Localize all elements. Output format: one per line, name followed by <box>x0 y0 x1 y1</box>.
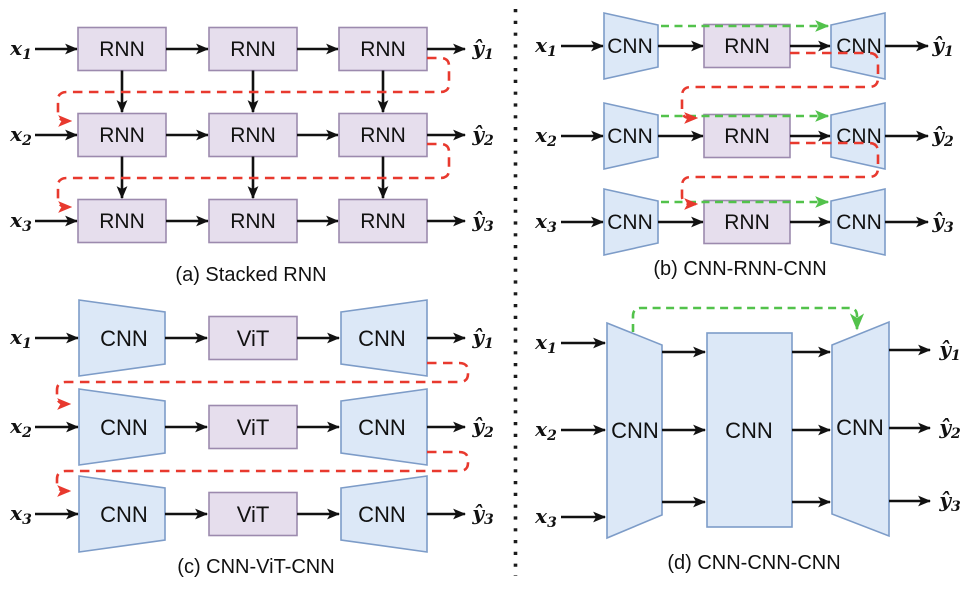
rnn-box <box>703 199 791 245</box>
decoder-trapezoid <box>340 388 428 466</box>
encoder-label: CNN <box>607 211 653 234</box>
box-label: RNN <box>99 38 145 61</box>
encoder-label: CNN <box>100 326 148 351</box>
encoder-trapezoid <box>603 188 659 256</box>
encoder-label: CNN <box>100 415 148 440</box>
output-label-y2: ŷ2 <box>931 123 954 150</box>
vit-box <box>208 404 298 450</box>
output-label-y2: ŷ2 <box>471 122 494 149</box>
recurrent-feedback-arrow-red <box>680 141 880 210</box>
box-label: RNN <box>360 38 406 61</box>
encoder-label: CNN <box>100 502 148 527</box>
input-label-x3: x3 <box>9 208 32 235</box>
encoder-trapezoid <box>78 299 166 377</box>
middle-label: RNN <box>724 125 770 148</box>
output-label-y1: ŷ1 <box>471 325 493 352</box>
middle-label: RNN <box>724 211 770 234</box>
panel-c-cnn-vit-cnn: x1 CNN ViT CNN ŷ1 x2 CNN ViT CNN ŷ2 x3 C… <box>9 299 494 578</box>
encoder-trapezoid <box>606 321 663 540</box>
box-label: RNN <box>230 210 276 233</box>
input-label-x1: x1 <box>9 325 32 352</box>
vit-box <box>208 315 298 361</box>
box-label: RNN <box>230 38 276 61</box>
recurrent-feedback-arrow-red <box>56 56 451 127</box>
decoder-trapezoid <box>340 475 428 553</box>
panel-caption: (a) Stacked RNN <box>175 264 326 286</box>
encoder-trapezoid <box>603 12 659 80</box>
encoder-label: CNN <box>607 125 653 148</box>
rnn-box <box>338 112 428 158</box>
panel-a-stacked-rnn: x1 RNN RNN RNN ŷ1 x2 RNN RNN RNN ŷ2 x3 R… <box>9 26 494 286</box>
rnn-box <box>338 198 428 244</box>
rnn-box <box>77 198 167 244</box>
input-label-x2: x2 <box>534 123 557 150</box>
output-label-y1: ŷ1 <box>931 33 953 60</box>
encoder-trapezoid <box>603 102 659 170</box>
input-label-x2: x2 <box>534 417 557 444</box>
decoder-label: CNN <box>358 326 406 351</box>
panel-b-cnn-rnn-cnn: x1 CNN RNN CNN ŷ1 x2 CNN RNN CNN ŷ2 x3 C… <box>534 12 954 280</box>
output-label-y1: ŷ1 <box>471 36 493 63</box>
panel-caption: (d) CNN-CNN-CNN <box>667 552 840 574</box>
input-label-x2: x2 <box>9 122 32 149</box>
encoder-trapezoid <box>78 388 166 466</box>
input-label-x3: x3 <box>534 209 557 236</box>
recurrent-feedback-arrow-red <box>680 51 880 124</box>
middle-label: CNN <box>725 418 773 443</box>
input-label-x3: x3 <box>9 501 32 528</box>
box-label: RNN <box>360 124 406 147</box>
rnn-box <box>338 26 428 72</box>
recurrent-feedback-arrow-red <box>56 142 451 213</box>
decoder-label: CNN <box>358 502 406 527</box>
rnn-box <box>703 23 791 69</box>
encoder-trapezoid <box>78 475 166 553</box>
input-label-x3: x3 <box>534 504 557 531</box>
output-label-y3: ŷ3 <box>931 209 954 236</box>
decoder-trapezoid <box>831 320 890 538</box>
box-label: RNN <box>99 210 145 233</box>
box-label: RNN <box>99 124 145 147</box>
box-label: RNN <box>230 124 276 147</box>
skip-connection-arrow-green <box>631 306 865 332</box>
rnn-box <box>208 112 298 158</box>
input-label-x1: x1 <box>534 33 557 60</box>
input-label-x1: x1 <box>9 36 32 63</box>
decoder-trapezoid <box>340 299 428 377</box>
output-label-y2: ŷ2 <box>471 414 494 441</box>
input-label-x1: x1 <box>534 330 557 357</box>
middle-label: ViT <box>237 502 270 527</box>
panel-caption: (b) CNN-RNN-CNN <box>653 258 826 280</box>
output-label-y1: ŷ1 <box>938 337 960 364</box>
middle-label: RNN <box>724 35 770 58</box>
output-label-y2: ŷ2 <box>938 415 961 442</box>
recurrent-feedback-arrow-red <box>55 450 470 497</box>
rnn-box <box>703 113 791 159</box>
decoder-label: CNN <box>836 211 882 234</box>
middle-label: ViT <box>237 326 270 351</box>
middle-label: ViT <box>237 415 270 440</box>
panel-d-cnn-cnn-cnn: CNN CNN CNN x1 x2 x3 ŷ1 ŷ2 ŷ3 (d) CNN-CN… <box>534 306 961 574</box>
encoder-label: CNN <box>611 418 659 443</box>
decoder-label: CNN <box>358 415 406 440</box>
output-label-y3: ŷ3 <box>471 208 494 235</box>
decoder-label: CNN <box>836 415 884 440</box>
decoder-trapezoid <box>830 188 886 256</box>
output-label-y3: ŷ3 <box>471 501 494 528</box>
panel-caption: (c) CNN-ViT-CNN <box>177 556 334 578</box>
output-label-y3: ŷ3 <box>938 488 961 515</box>
encoder-label: CNN <box>607 35 653 58</box>
input-label-x2: x2 <box>9 414 32 441</box>
box-label: RNN <box>360 210 406 233</box>
rnn-box <box>208 26 298 72</box>
recurrent-feedback-arrow-red <box>55 361 470 410</box>
